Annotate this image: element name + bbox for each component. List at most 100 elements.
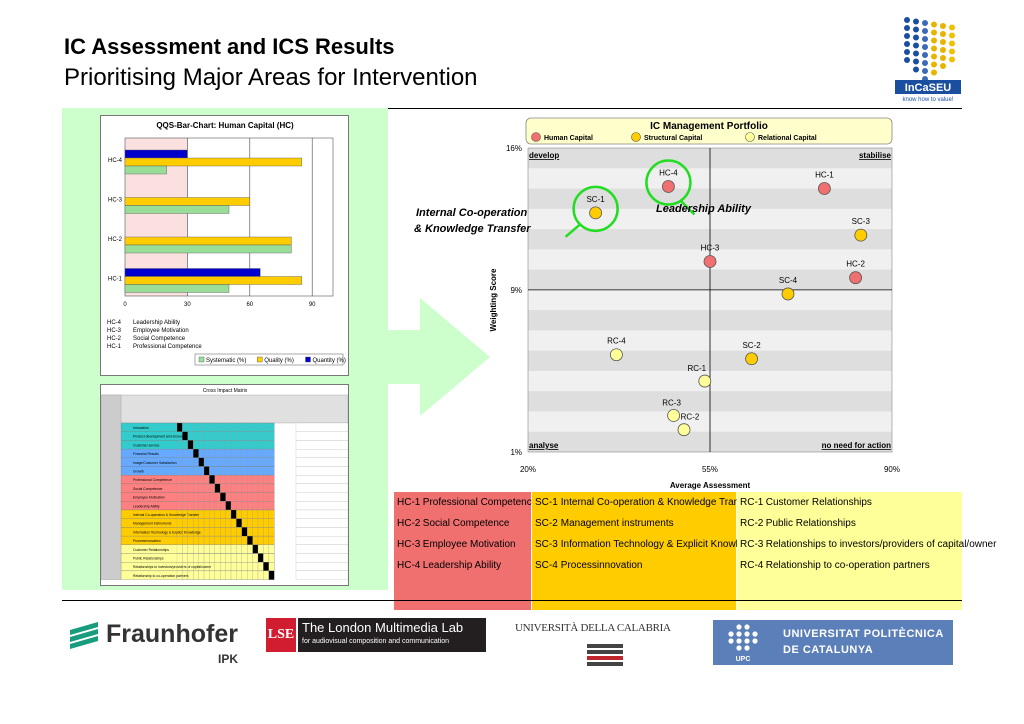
- logo-dot: [940, 55, 946, 61]
- matrix-row-label: Financial Results: [133, 452, 159, 456]
- legend-human-label: Social Competence: [420, 518, 510, 529]
- matrix-row-label: Product development and innovation: [133, 435, 188, 439]
- upc-dot: [736, 631, 742, 637]
- portfolio-point-label: RC-4: [607, 337, 626, 346]
- incaseu-logo: InCaSEU know how to value!: [895, 17, 961, 103]
- portfolio-legend-swatch: [631, 132, 641, 142]
- matrix-result-cell: [295, 536, 348, 545]
- footer-divider: [62, 600, 962, 601]
- legend-relational-label: Relationship to co-operation partners: [763, 560, 930, 571]
- qqs-legend-swatch: [305, 356, 311, 363]
- matrix-cell: [268, 570, 275, 580]
- portfolio-point: [817, 182, 831, 195]
- upc-logo: UPC UNIVERSITAT POLITÈCNICA DE CATALUNYA: [713, 620, 953, 665]
- matrix-result-cell: [295, 562, 348, 571]
- matrix-cell: [247, 536, 253, 545]
- green-arrow-icon: [380, 298, 490, 416]
- legend-relational-row: RC-1 Customer Relationships: [737, 492, 962, 513]
- annotation-internal-1: Internal Co-operation: [416, 207, 528, 219]
- matrix-result-cell: [295, 448, 348, 458]
- qqs-plot-border: [124, 137, 334, 297]
- logo-tagline: know how to value!: [902, 97, 953, 103]
- logo-dot: [922, 68, 928, 74]
- qqs-def-code: HC-4: [107, 320, 122, 326]
- logo-dot: [913, 66, 919, 73]
- matrix-result-cell: [295, 475, 348, 484]
- legend-human-label: Professional Competence: [420, 497, 538, 508]
- matrix-row-label: Growth: [133, 470, 144, 474]
- legend-relational-row: RC-2 Public Relationships: [737, 513, 962, 534]
- matrix-row-label: Processinnovation: [133, 539, 161, 543]
- matrix-cell: [209, 475, 215, 484]
- matrix-result-cell: [295, 527, 348, 537]
- portfolio-point: [609, 348, 623, 362]
- portfolio-point-label: RC-1: [687, 364, 706, 373]
- quadrant-analyse: analyse: [529, 441, 559, 450]
- qqs-xtick-label: 30: [184, 302, 191, 308]
- matrix-cell: [257, 553, 264, 563]
- qqs-xtick-label: 60: [246, 302, 253, 308]
- portfolio-legend-swatch: [745, 132, 755, 142]
- matrix-result-cell: [295, 492, 348, 502]
- logo-dot: [904, 33, 910, 39]
- legend-relational-code: RC-2: [740, 518, 764, 529]
- qqs-bar: [124, 197, 251, 206]
- legend-structural-row: SC-4 Processinnovation: [532, 555, 736, 576]
- portfolio-point-label: SC-2: [742, 341, 761, 350]
- qqs-def-name: Leadership Ability: [133, 320, 180, 326]
- upc-emblem-icon: UPC: [728, 624, 758, 663]
- legend-human-row: HC-4 Leadership Ability: [394, 555, 531, 576]
- legend-structural-code: SC-3: [535, 539, 558, 550]
- matrix-result-cell: [295, 501, 348, 511]
- matrix-cell: [193, 448, 199, 458]
- matrix-result-cell: [295, 509, 348, 519]
- matrix-row-label: Relationships to investors/providers of …: [133, 565, 212, 569]
- logo-dot: [940, 47, 946, 53]
- internal-connector: [564, 223, 581, 238]
- matrix-row-label: Professional Competence: [133, 478, 172, 482]
- qqs-bar: [124, 165, 167, 175]
- qqs-category-label: HC-2: [108, 237, 123, 243]
- legend-human-row: HC-2 Social Competence: [394, 513, 531, 534]
- logo-dots-icon: [904, 17, 955, 82]
- logo-dot: [913, 18, 919, 25]
- portfolio-point: [667, 409, 681, 422]
- qqs-xtick-label: 0: [123, 302, 127, 308]
- upc-line1: UNIVERSITAT POLITÈCNICA: [783, 628, 944, 640]
- legend-structural-code: SC-4: [535, 560, 558, 571]
- logo-dot: [931, 69, 937, 76]
- upc-dot: [752, 638, 758, 644]
- highlight-ring-leadership: [645, 159, 692, 206]
- annotation-leadership: Leadership Ability: [656, 203, 751, 215]
- portfolio-legend-swatch: [531, 132, 541, 142]
- portfolio-xtick-label: 90%: [884, 465, 900, 474]
- legend-human-code: HC-4: [397, 560, 421, 571]
- qqs-bar: [124, 244, 292, 254]
- logo-dot: [931, 21, 937, 28]
- legend-relational-code: RC-4: [740, 560, 764, 571]
- matrix-row-label: Management Instruments: [133, 522, 172, 526]
- quadrant-no-need: no need for action: [822, 441, 891, 450]
- matrix-row-label: Image/Customer Satisfaction: [133, 461, 177, 465]
- matrix-header-row: [101, 394, 348, 424]
- fraunhofer-emblem-icon: [70, 622, 98, 649]
- qqs-legend-swatch: [256, 356, 263, 363]
- matrix-cell: [220, 492, 226, 502]
- highlight-ring-internal: [572, 185, 619, 233]
- legend-relational-label: Relationships to investors/providers of …: [763, 539, 997, 550]
- matrix-cell: [241, 527, 248, 537]
- qqs-def-code: HC-3: [107, 328, 122, 334]
- portfolio-title: IC Management Portfolio: [650, 121, 768, 132]
- logo-dot: [913, 34, 919, 41]
- matrix-result-cell: [295, 570, 348, 580]
- qqs-def-code: HC-2: [107, 336, 122, 342]
- qqs-def-name: Professional Competence: [133, 344, 202, 350]
- qqs-category-label: HC-1: [108, 277, 123, 283]
- legend-human-row: HC-1 Professional Competence: [394, 492, 537, 513]
- matrix-result-cell: [295, 553, 348, 563]
- fraunhofer-name: Fraunhofer: [106, 620, 238, 648]
- matrix-cell: [225, 501, 232, 511]
- logo-dot: [940, 63, 946, 69]
- portfolio-point: [781, 287, 795, 301]
